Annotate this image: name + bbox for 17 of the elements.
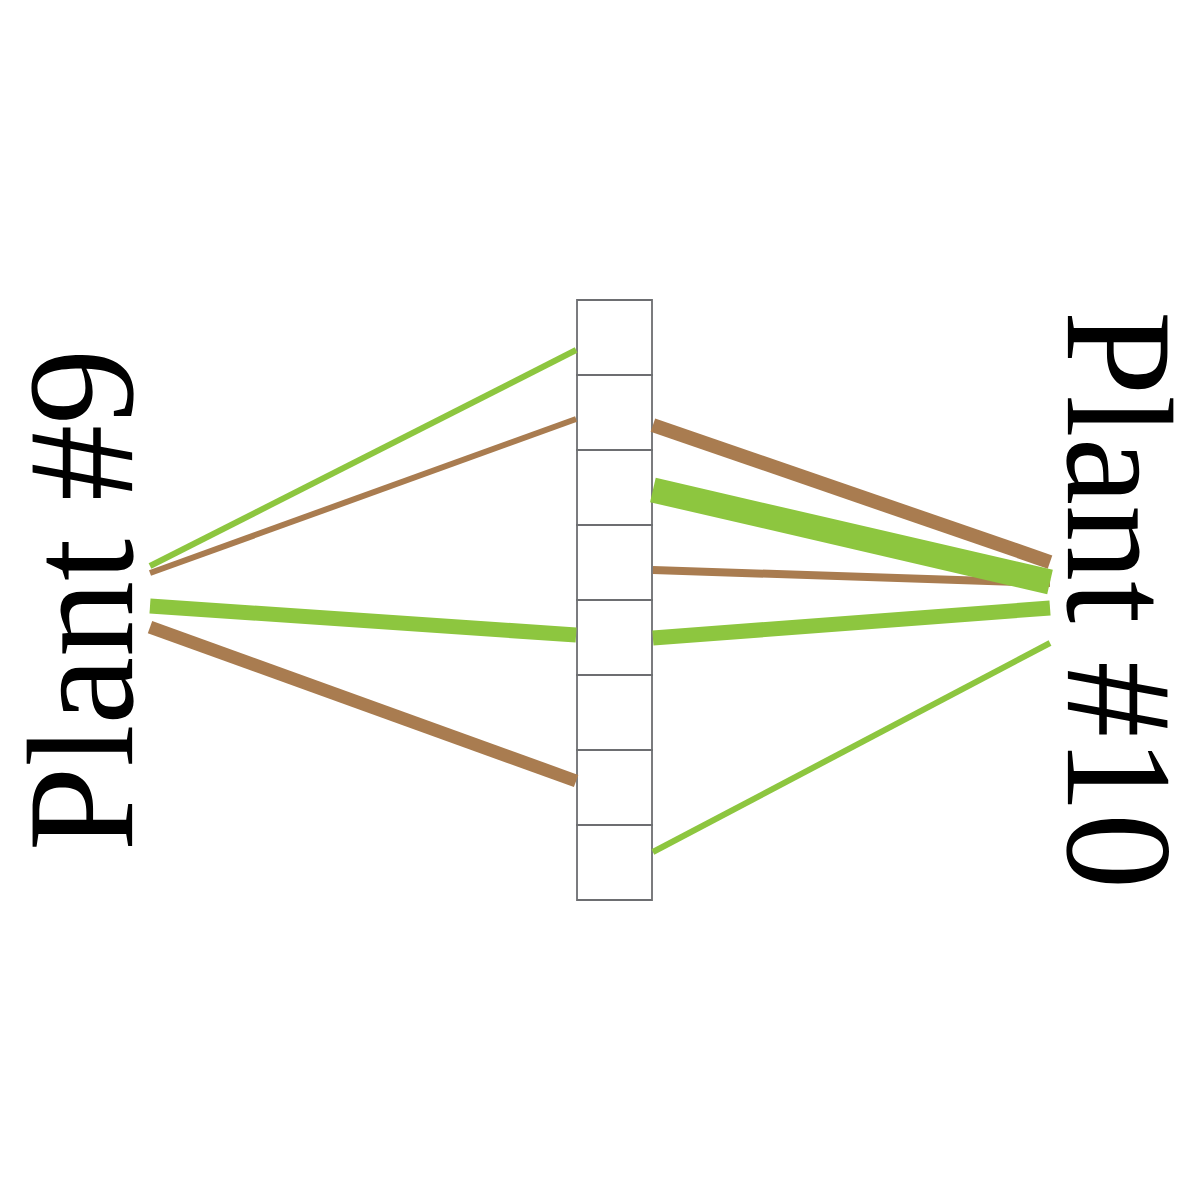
square-box <box>576 674 653 751</box>
square-box <box>576 449 653 526</box>
square-box <box>576 749 653 826</box>
square-box <box>576 524 653 601</box>
square-box <box>576 824 653 901</box>
connector-line <box>147 620 579 788</box>
connector-line <box>650 418 1053 569</box>
square-box <box>576 599 653 676</box>
connector-line <box>148 347 578 569</box>
square-box <box>576 374 653 451</box>
connector-line <box>651 640 1052 855</box>
connector-line <box>652 600 1051 646</box>
connector-line <box>149 416 578 576</box>
vertical-label: Plant #10 <box>1066 315 1174 884</box>
square-box <box>576 299 653 376</box>
vertical-label: Plant #9 <box>26 354 134 847</box>
connector-line <box>149 598 577 643</box>
